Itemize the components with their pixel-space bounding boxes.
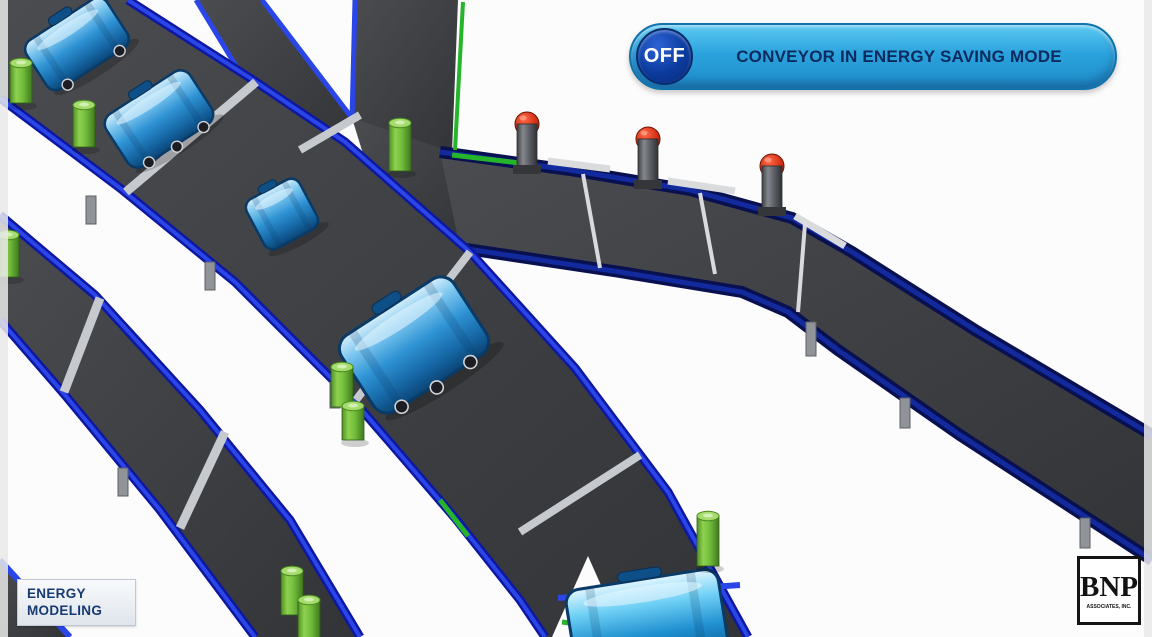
- off-indicator-label: OFF: [643, 45, 686, 67]
- belt-divider: [297, 111, 363, 154]
- sensor-post: [297, 594, 321, 637]
- energy-modeling-label: ENERGY MODELING: [17, 579, 136, 626]
- belt-divider: [796, 223, 807, 313]
- belt-divider: [517, 451, 643, 536]
- belt-divider: [175, 430, 230, 530]
- conveyor-belt-top-vertical: [349, 0, 458, 152]
- sensor-post: [388, 117, 416, 178]
- bnp-logo-subtitle: ASSOCIATES, INC.: [1086, 604, 1132, 610]
- sensor-post: [72, 99, 100, 154]
- energy-modeling-line2: MODELING: [27, 603, 103, 618]
- luggage-bag: [337, 275, 504, 421]
- bnp-logo: BNP ASSOCIATES, INC.: [1077, 556, 1141, 625]
- sensor-post: [9, 57, 37, 110]
- energy-modeling-line1: ENERGY: [27, 585, 86, 601]
- conveyor-belt-right: [439, 146, 1152, 566]
- luggage-bag: [103, 69, 224, 173]
- off-indicator: OFF: [636, 28, 693, 85]
- sensor-post: [280, 565, 304, 616]
- luggage-bag: [23, 0, 139, 96]
- belt-divider: [59, 296, 105, 394]
- stop-beacon: [634, 126, 662, 189]
- roller-bar: [793, 212, 847, 250]
- sensor-post: [330, 361, 354, 408]
- stop-beacon: [758, 153, 786, 216]
- stop-beacon: [513, 111, 541, 174]
- luggage-bag: [244, 177, 329, 257]
- sensor-post: [341, 400, 369, 447]
- conveyor-belt-left: [0, 211, 364, 637]
- roller-bar: [667, 177, 736, 195]
- roller-bar: [547, 157, 611, 173]
- letterbox-left: [0, 0, 8, 637]
- belt-divider: [123, 78, 259, 196]
- luggage-bag: [564, 566, 730, 637]
- status-banner: OFF CONVEYOR IN ENERGY SAVING MODE: [629, 23, 1117, 90]
- belt-divider: [581, 173, 602, 269]
- bnp-logo-name: BNP: [1080, 571, 1138, 603]
- belt-divider: [698, 192, 717, 275]
- status-message: CONVEYOR IN ENERGY SAVING MODE: [736, 46, 1062, 66]
- letterbox-right: [1144, 0, 1152, 637]
- sensor-post: [696, 510, 724, 573]
